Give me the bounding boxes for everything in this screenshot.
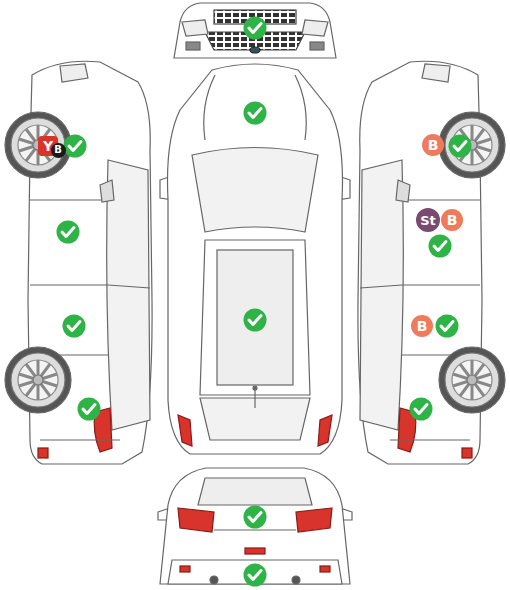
badge-letter: B [417, 319, 428, 333]
badge-letter: B [54, 145, 62, 155]
damage-badge: B [441, 209, 463, 231]
check-marks [57, 17, 472, 587]
badge-letter: B [447, 213, 458, 227]
damage-badge: B [422, 134, 444, 156]
badge-letter: B [428, 138, 439, 152]
right-side-view [358, 61, 505, 464]
badge-letter: St [420, 214, 436, 227]
damage-badge: B [411, 315, 433, 337]
damage-badge: St [416, 208, 440, 232]
front-view [174, 3, 336, 58]
left-side-view [5, 61, 152, 464]
damage-badge: B [51, 143, 66, 158]
top-view [160, 64, 350, 454]
